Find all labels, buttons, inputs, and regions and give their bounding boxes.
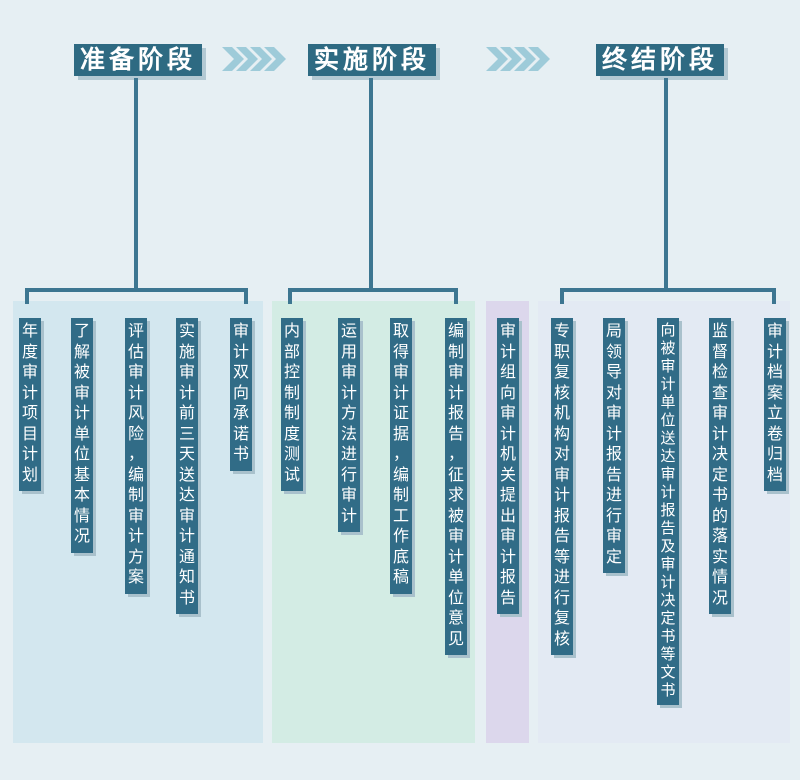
connector-vertical bbox=[664, 78, 668, 290]
step-item: 了解被审计单位基本情况 bbox=[71, 318, 93, 553]
step-item: 向被审计单位送达审计报告及审计决定书等文书 bbox=[657, 318, 679, 705]
step-item: 编制审计报告，征求被审计单位意见 bbox=[445, 318, 467, 655]
connector-drop bbox=[25, 288, 29, 304]
step-item: 专职复核机构对审计报告等进行复核 bbox=[551, 318, 573, 655]
step-item: 年度审计项目计划 bbox=[19, 318, 41, 491]
step-item: 取得审计证据，编制工作底稿 bbox=[390, 318, 412, 594]
chevron-right-icon bbox=[486, 47, 550, 71]
connector-drop bbox=[288, 288, 292, 304]
stage-title-conclusion: 终结阶段 bbox=[596, 44, 725, 76]
connector-drop bbox=[772, 288, 776, 304]
stage-2-panel bbox=[272, 301, 475, 743]
step-item: 实施审计前三天送达审计通知书 bbox=[176, 318, 198, 614]
stage-title-implementation: 实施阶段 bbox=[308, 44, 437, 76]
connector-horizontal bbox=[560, 288, 776, 292]
connector-horizontal bbox=[288, 288, 458, 292]
connector-vertical bbox=[369, 78, 373, 290]
connector-drop bbox=[560, 288, 564, 304]
step-item: 局领导对审计报告进行审定 bbox=[603, 318, 625, 573]
step-item: 审计组向审计机关提出审计报告 bbox=[497, 318, 519, 614]
step-item: 审计双向承诺书 bbox=[230, 318, 252, 471]
step-item: 监督检查审计决定书的落实情况 bbox=[709, 318, 731, 614]
connector-horizontal bbox=[25, 288, 248, 292]
connector-vertical bbox=[134, 78, 138, 290]
connector-drop bbox=[454, 288, 458, 304]
step-item: 运用审计方法进行审计 bbox=[338, 318, 360, 532]
step-item: 审计档案立卷归档 bbox=[764, 318, 786, 491]
connector-drop bbox=[244, 288, 248, 304]
step-item: 评估审计风险，编制审计方案 bbox=[125, 318, 147, 594]
stage-title-preparation: 准备阶段 bbox=[74, 44, 203, 76]
chevron-right-icon bbox=[222, 47, 286, 71]
step-item: 内部控制制度测试 bbox=[281, 318, 303, 491]
